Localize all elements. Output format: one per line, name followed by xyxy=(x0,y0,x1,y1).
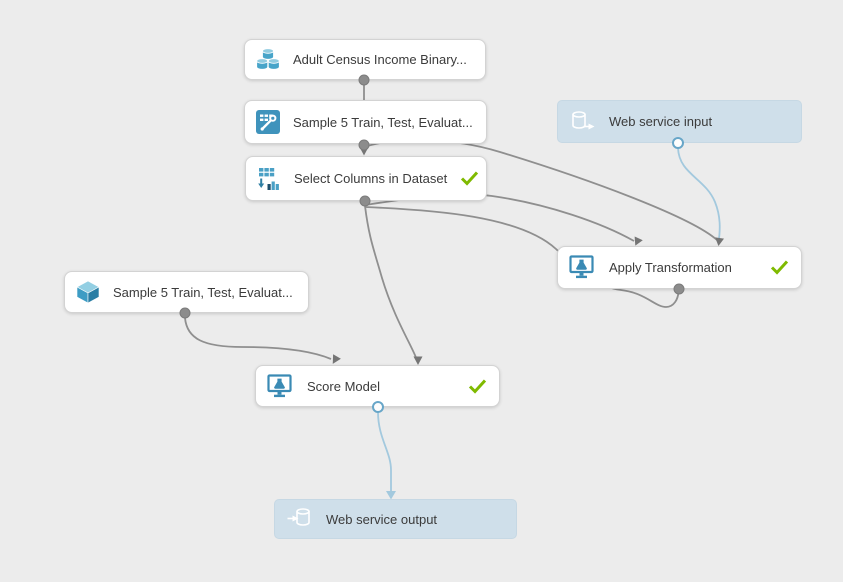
output-port-dataset[interactable] xyxy=(358,74,370,86)
arrowhead-score-input2 xyxy=(413,356,423,365)
output-port-apply-transformation[interactable] xyxy=(673,283,685,295)
output-port-saved-transformation[interactable] xyxy=(358,139,370,151)
node-web-service-output[interactable]: Web service output xyxy=(274,499,517,539)
node-trained-model[interactable]: Sample 5 Train, Test, Evaluat... xyxy=(64,271,309,313)
edge-select-to-apply[interactable] xyxy=(364,193,635,242)
completed-check-icon xyxy=(460,171,479,186)
edge-select-to-score[interactable] xyxy=(364,205,418,361)
completed-check-icon xyxy=(770,260,789,275)
node-saved-transformation[interactable]: Sample 5 Train, Test, Evaluat... xyxy=(244,100,487,144)
arrowhead-apply-input1 xyxy=(634,236,643,246)
node-label: Select Columns in Dataset xyxy=(294,171,448,186)
web-service-output-icon xyxy=(286,507,313,531)
arrowhead-score-input1 xyxy=(332,354,341,364)
output-port-web-service-input[interactable] xyxy=(672,137,684,149)
completed-check-icon xyxy=(468,378,487,394)
node-apply-transformation[interactable]: Apply Transformation xyxy=(557,246,802,289)
database-stack-icon xyxy=(256,47,280,72)
web-service-input-icon xyxy=(569,110,596,134)
trained-model-cube-icon xyxy=(76,280,100,304)
node-web-service-input[interactable]: Web service input xyxy=(557,100,802,143)
output-port-trained-model[interactable] xyxy=(179,307,191,319)
node-label: Sample 5 Train, Test, Evaluat... xyxy=(113,284,293,300)
node-label: Score Model xyxy=(307,378,380,394)
edge-score-to-wsoutput[interactable] xyxy=(377,411,392,492)
node-label: Web service output xyxy=(326,511,438,527)
experiment-module-icon xyxy=(267,373,294,399)
output-port-select-columns[interactable] xyxy=(359,195,371,207)
edge-trained-model-to-score[interactable] xyxy=(184,317,332,360)
output-port-score-model[interactable] xyxy=(372,401,384,413)
transformation-icon xyxy=(256,110,280,134)
arrowhead-apply-input2 xyxy=(715,237,725,246)
edge-wsinput-to-apply[interactable] xyxy=(677,147,721,240)
node-adult-census-dataset[interactable]: Adult Census Income Binary... xyxy=(244,39,486,80)
node-label: Sample 5 Train, Test, Evaluat... xyxy=(293,114,473,130)
node-label: Adult Census Income Binary... xyxy=(293,52,467,67)
node-score-model[interactable]: Score Model xyxy=(255,365,500,407)
experiment-module-icon xyxy=(569,255,596,280)
arrowhead-wsoutput-input xyxy=(386,491,396,500)
node-select-columns[interactable]: Select Columns in Dataset xyxy=(245,156,487,201)
node-label: Apply Transformation xyxy=(609,260,732,275)
select-columns-icon xyxy=(257,167,281,191)
node-label: Web service input xyxy=(609,114,713,129)
